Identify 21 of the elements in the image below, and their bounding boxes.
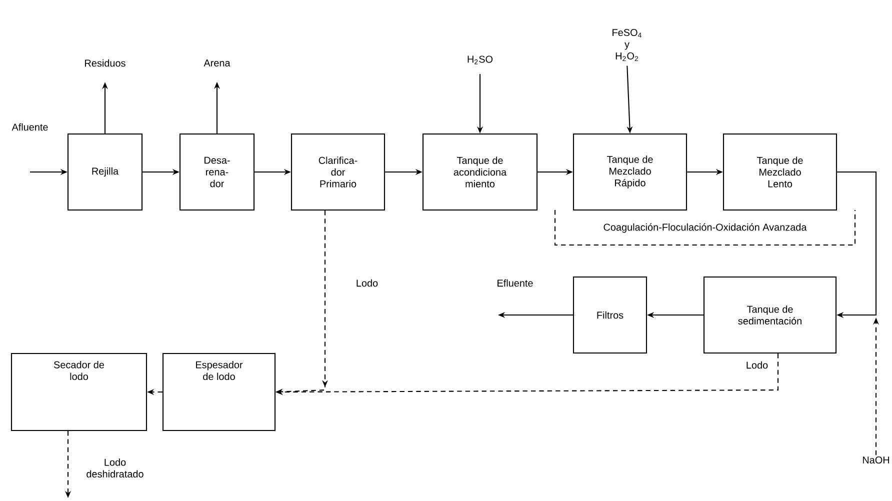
stream-label: Arena — [204, 60, 230, 66]
process-box: Rejilla — [67, 133, 143, 211]
process-box: Secador de lodo — [10, 352, 148, 432]
process-box: Filtros — [572, 276, 648, 354]
edge-label: Lodo deshidratado — [82, 457, 148, 479]
process-box: Desa- rena- dor — [179, 133, 255, 211]
process-box: Tanque de sedimentación — [703, 276, 837, 354]
stream-label: FeSO$_{4}$ y H$_{2}$O$_{2}$ — [612, 29, 642, 62]
edge-label: Afluente — [10, 122, 50, 132]
process-box: Clarifica- dor Primario — [290, 133, 386, 211]
process-box: Tanque de Mezclado Rápido — [572, 133, 688, 211]
group-bracket: Coagulación-Floculación-Oxidación Avanzada — [554, 210, 856, 246]
stream-label: H$_{2}$SO — [468, 56, 493, 64]
edge-label: Efluente — [496, 278, 534, 288]
edge-label: Lodo — [354, 278, 380, 288]
process-box: Tanque de Mezclado Lento — [722, 133, 838, 211]
process-box: Espesador de lodo — [162, 352, 276, 432]
process-box: Tanque de acondiciona miento — [422, 133, 538, 211]
stream-label: Residuos — [85, 59, 126, 67]
edge-label: Lodo — [744, 360, 770, 370]
stream-label: NaOH — [862, 456, 890, 464]
